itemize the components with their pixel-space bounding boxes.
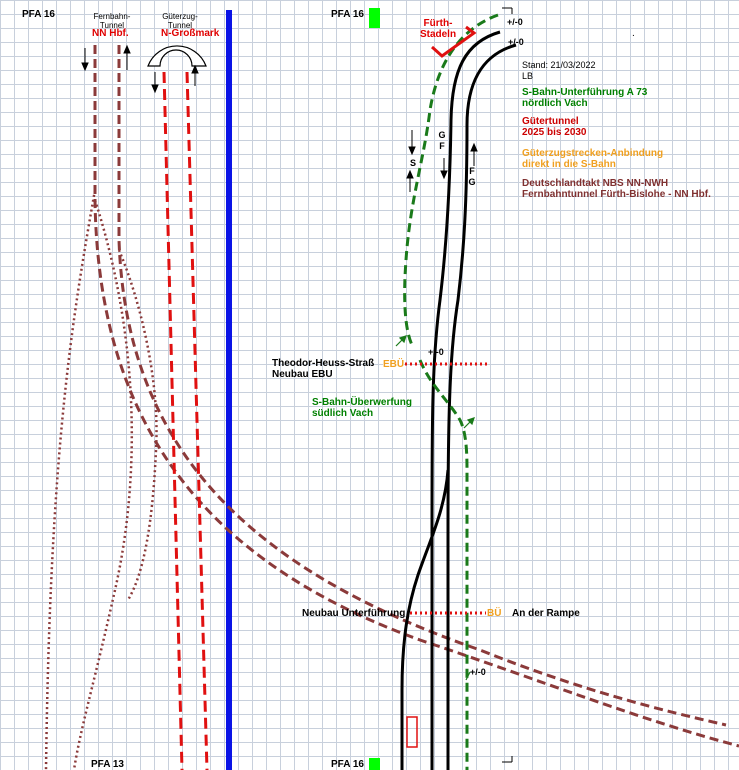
- rail-track-right: [446, 43, 517, 770]
- bue-label: BÜ: [487, 608, 502, 619]
- legend-guetertunnel: Gütertunnel 2025 bis 2030: [522, 116, 587, 138]
- pfa16-label-bottom: PFA 16: [331, 759, 364, 770]
- km-mid: +/-0: [428, 347, 444, 357]
- track-letter-g-left: G: [438, 130, 446, 140]
- legend-gueterzug-anbindung: Güterzugstrecken-Anbindung direkt in die…: [522, 148, 663, 170]
- fernbahn-branch-dotted-2: [72, 199, 133, 770]
- an-der-rampe-label: An der Rampe: [512, 608, 580, 619]
- track-letter-g-right: G: [468, 177, 476, 187]
- theodor-heuss-line2: Neubau EBU: [272, 369, 333, 380]
- rail-crossover: [400, 469, 450, 770]
- sbahn-ueberwerfung-label: S-Bahn-Überwerfung südlich Vach: [312, 397, 412, 419]
- fuerth-stadeln-bracket: [430, 25, 477, 58]
- legend-sbahn-unterfuehrung: S-Bahn-Unterführung A 73 nördlich Vach: [522, 87, 647, 109]
- n-grossmarkt-label: N-Großmark: [161, 28, 220, 39]
- tunnel-portal-icon: [147, 45, 207, 67]
- legend-guetertunnel-line2: 2025 bis 2030: [522, 127, 587, 138]
- stray-dot: .: [632, 28, 635, 39]
- ebu-label: EBÜ: [383, 359, 405, 370]
- platform-marker: [406, 716, 418, 748]
- sbahn-track-lower: [418, 359, 469, 770]
- legend-gueterzug-anbindung-line2: direkt in die S-Bahn: [522, 159, 616, 170]
- legend-gueterzug-anbindung-line1: Güterzugstrecken-Anbindung: [522, 148, 664, 159]
- track-letter-s: S: [409, 158, 416, 168]
- legend-sbahn-unterfuehrung-line1: S-Bahn-Unterführung A 73: [522, 87, 648, 98]
- legend-deutschlandtakt-line1: Deutschlandtakt NBS NN-NWH: [522, 178, 669, 189]
- fernbahn-track-left: [93, 45, 739, 748]
- pfa16-label-top-right: PFA 16: [331, 9, 364, 20]
- pfa-marker-bottom: [369, 758, 380, 770]
- pfa13-label-bottom: PFA 13: [91, 759, 124, 770]
- fuerth-stadeln-label: Fürth- Stadeln: [415, 18, 461, 40]
- stand-date: Stand: 21/03/2022: [522, 60, 596, 70]
- pfa16-label-top-left: PFA 16: [22, 9, 55, 20]
- theodor-heuss-line1: Theodor-Heuss-Straß: [272, 358, 375, 369]
- legend-deutschlandtakt-line2: Fernbahntunnel Fürth-Bislohe - NN Hbf.: [522, 189, 711, 200]
- fernbahn-label-line2: Tunnel: [99, 21, 125, 30]
- gueter-track-right: [185, 71, 209, 770]
- fuerth-label-line2: Stadeln: [419, 29, 457, 40]
- track-letter-f-right: F: [469, 166, 475, 176]
- neubau-unterfuehrung-label: Neubau Unterführung: [302, 608, 406, 619]
- track-letter-f-left: F: [439, 141, 445, 151]
- rail-track-left: [430, 30, 501, 770]
- theodor-heuss-label: Theodor-Heuss-Straß Neubau EBU: [272, 358, 374, 380]
- fernbahn-label-line1: Fernbahn-: [93, 12, 131, 21]
- legend-guetertunnel-line1: Gütertunnel: [522, 116, 579, 127]
- fernbahn-track-right: [117, 45, 727, 727]
- gueter-track-left: [162, 71, 184, 770]
- gueterzug-label-line2: Tunnel: [167, 21, 193, 30]
- corner-marks: [502, 7, 513, 763]
- sbahn-ueberwerfung-line2: südlich Vach: [312, 408, 374, 419]
- legend-sbahn-unterfuehrung-line2: nördlich Vach: [522, 98, 588, 109]
- km-top-1: +/-0: [507, 17, 523, 27]
- sbahn-ueberwerfung-line1: S-Bahn-Überwerfung: [312, 397, 412, 408]
- legend-deutschlandtakt: Deutschlandtakt NBS NN-NWH Fernbahntunne…: [522, 178, 711, 200]
- gueterzug-tunnel-label: Güterzug- Tunnel: [157, 12, 203, 30]
- fernbahn-branch-dotted-1: [44, 189, 97, 770]
- gueterzug-label-line1: Güterzug-: [162, 12, 198, 21]
- pfa-marker-top: [369, 8, 380, 28]
- fuerth-label-line1: Fürth-: [423, 18, 453, 29]
- sbahn-arrows: [395, 335, 475, 681]
- nn-hbf-label: NN Hbf.: [92, 28, 129, 39]
- lb-label: LB: [522, 71, 534, 81]
- direction-arrows: [81, 44, 478, 192]
- km-low: +/-0: [470, 667, 486, 677]
- fernbahn-tunnel-label: Fernbahn- Tunnel: [88, 12, 136, 30]
- km-top-2: +/-0: [508, 37, 524, 47]
